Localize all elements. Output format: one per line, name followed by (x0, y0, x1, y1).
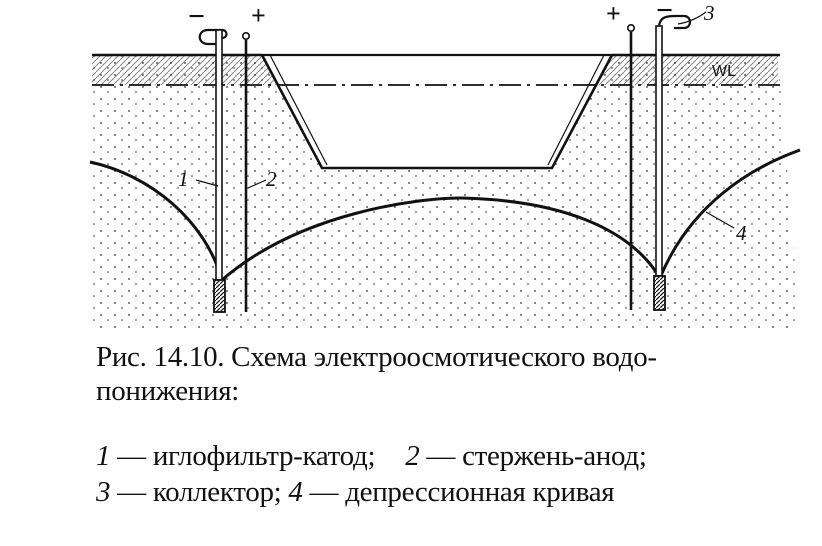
legend-text: иглофильтр-катод; (152, 440, 376, 472)
pit-inner-slope-right (547, 54, 605, 166)
pit-inner-slope-left (269, 54, 328, 166)
excavation-pit (260, 54, 614, 170)
legend-num: 3 (96, 476, 111, 508)
leader-4 (705, 211, 735, 229)
anode-left-terminal (242, 31, 251, 40)
topsoil-left (92, 55, 278, 85)
topsoil-right (596, 55, 778, 85)
caption-line-1: Рис. 14.10. Схема электроосмотического в… (96, 341, 657, 373)
wellpoint-left-hook (198, 28, 228, 46)
wellpoint-right-hook (657, 14, 692, 30)
caption-line-2: понижения: (96, 375, 240, 407)
depression-curve (89, 148, 801, 283)
leader-1 (195, 179, 219, 187)
wl-label: WL (712, 63, 736, 80)
figure-legend: 1 — иглофильтр-катод;2 — стержень-анод; … (96, 438, 816, 510)
legend-row-2: 3 — коллектор; 4 — депрессионная кривая (96, 474, 816, 510)
legend-dash: — (110, 440, 153, 472)
leader-3 (677, 11, 707, 25)
electroosmosis-diagram: WL − + + − 1 2 3 4 (89, 0, 801, 330)
minus-sign-right: − (656, 0, 673, 27)
wellpoint-left-pipe (215, 29, 223, 281)
minus-sign-left: − (188, 0, 205, 33)
label-2: 2 (266, 167, 277, 191)
wellpoint-right-filter (653, 275, 666, 311)
anode-right-terminal (626, 23, 635, 32)
leader-2 (247, 179, 267, 189)
legend-dash: — (419, 440, 463, 472)
legend-dash: — (110, 476, 153, 508)
plus-sign-left: + (251, 1, 266, 30)
legend-num: 2 (405, 440, 420, 472)
legend-dash: — (302, 476, 346, 508)
legend-row-1: 1 — иглофильтр-катод; 2 — стержень-анод; (96, 438, 816, 474)
figure-caption: Рис. 14.10. Схема электроосмотического в… (96, 340, 796, 408)
legend-text: депрессионная кривая (345, 476, 615, 508)
soil-mass (92, 55, 800, 330)
legend-text: стержень-анод; (462, 440, 647, 472)
wellpoint-right-pipe (655, 25, 663, 277)
legend-num: 4 (288, 476, 303, 508)
wellpoint-left-filter (213, 279, 226, 313)
legend-num: 1 (96, 440, 111, 472)
label-1: 1 (178, 167, 189, 191)
label-4: 4 (736, 221, 747, 245)
legend-text: коллектор; (152, 476, 282, 508)
label-3: 3 (703, 1, 715, 25)
plus-sign-right: + (606, 0, 621, 28)
